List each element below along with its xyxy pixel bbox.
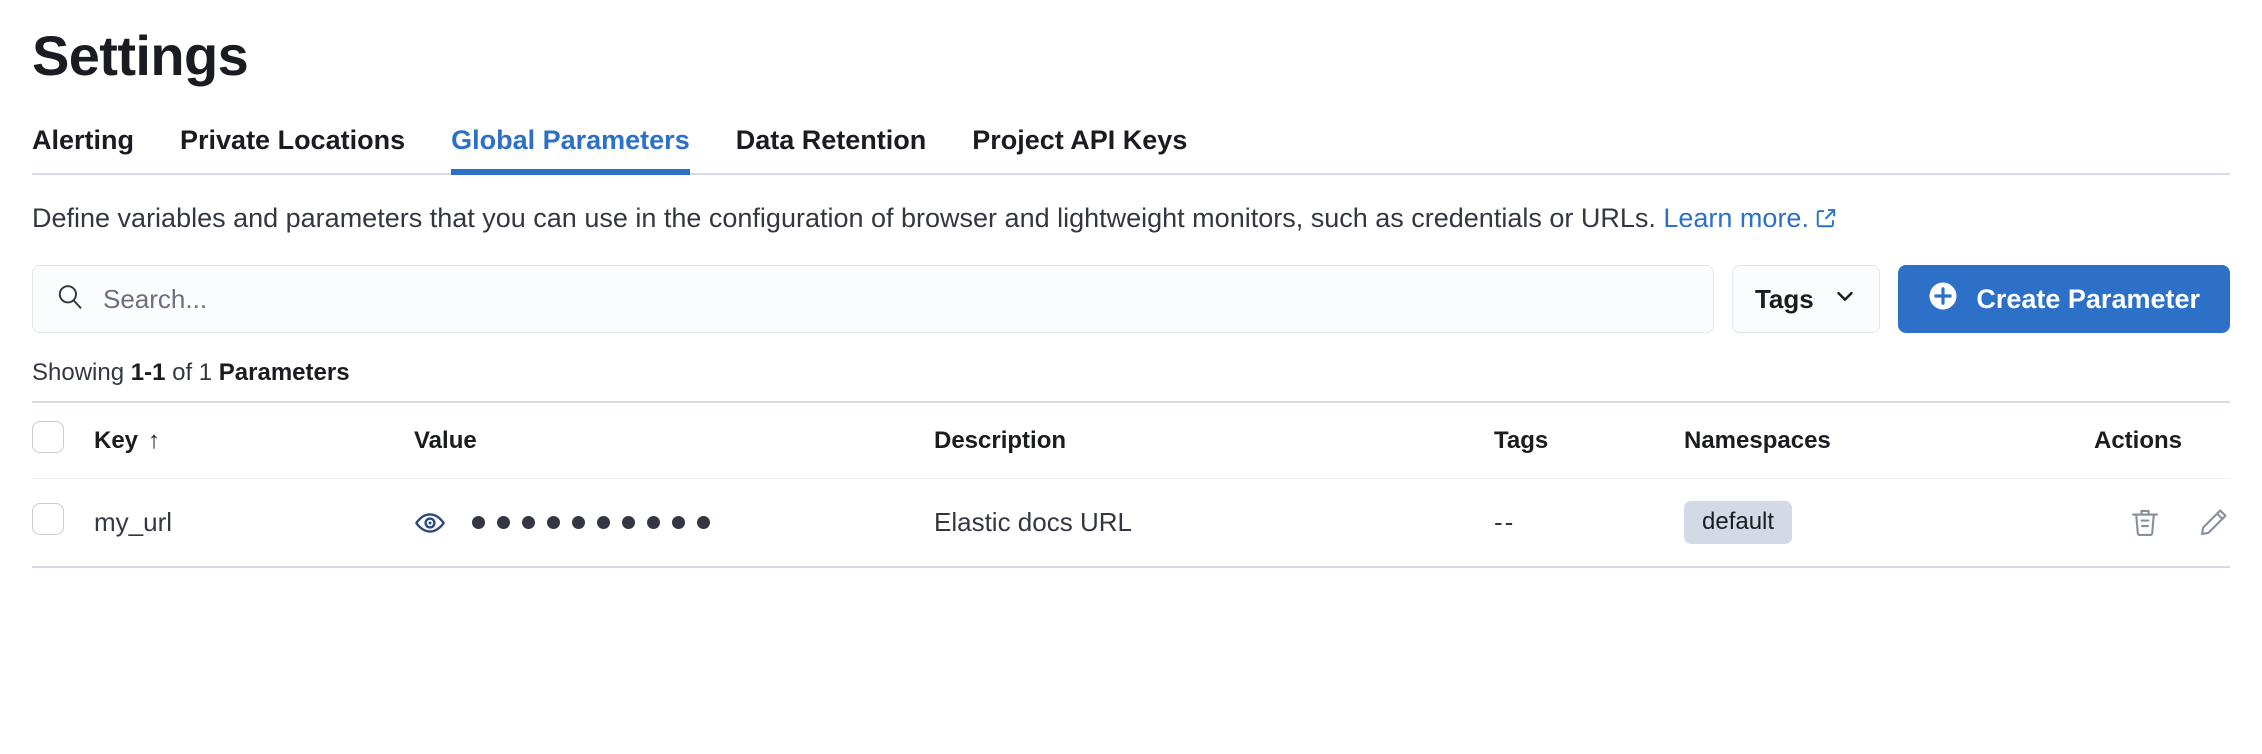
- learn-more-link[interactable]: Learn more.: [1663, 202, 1809, 233]
- chevron-down-icon: [1832, 283, 1858, 316]
- tab-bar: Alerting Private Locations Global Parame…: [32, 124, 2230, 176]
- row-select-cell: [32, 478, 94, 569]
- search-box[interactable]: [32, 265, 1715, 334]
- table-header-row: Key ↑ Value Description Tags Namespaces A…: [32, 401, 2230, 480]
- summary-noun: Parameters: [218, 359, 350, 387]
- external-link-icon: [1815, 203, 1837, 238]
- mask-dot: [672, 516, 685, 530]
- tab-global-parameters[interactable]: Global Parameters: [451, 124, 690, 176]
- column-header-actions: Actions: [2094, 401, 2230, 480]
- tags-filter-label: Tags: [1754, 283, 1814, 314]
- summary-range: 1-1: [130, 359, 166, 387]
- tags-empty-value: --: [1494, 507, 1516, 538]
- plus-in-circle-icon: [1928, 281, 1958, 318]
- tags-filter-button[interactable]: Tags: [1732, 265, 1881, 334]
- trash-icon[interactable]: [2128, 506, 2162, 540]
- column-header-namespaces[interactable]: Namespaces: [1684, 401, 2094, 480]
- create-parameter-button[interactable]: Create Parameter: [1898, 265, 2230, 334]
- masked-value-dots: [472, 516, 710, 530]
- tab-alerting[interactable]: Alerting: [32, 125, 135, 156]
- mask-dot: [572, 516, 585, 530]
- row-checkbox[interactable]: [32, 503, 64, 536]
- search-icon: [55, 282, 85, 317]
- eye-icon[interactable]: [414, 507, 446, 539]
- mask-dot: [472, 516, 485, 530]
- create-parameter-label: Create Parameter: [1976, 283, 2200, 314]
- table-row: my_url: [32, 478, 2230, 569]
- tab-data-retention[interactable]: Data Retention: [735, 125, 927, 156]
- mask-dot: [647, 516, 660, 530]
- search-input[interactable]: [101, 265, 1692, 334]
- column-header-tags[interactable]: Tags: [1494, 401, 1684, 480]
- namespace-badge: default: [1684, 501, 1793, 545]
- mask-dot: [522, 516, 535, 530]
- cell-actions: [2094, 478, 2230, 569]
- sort-ascending-icon: ↑: [148, 426, 161, 454]
- cell-key: my_url: [94, 478, 414, 569]
- cell-namespaces: default: [1684, 478, 2094, 569]
- column-header-value[interactable]: Value: [414, 401, 934, 480]
- mask-dot: [597, 516, 610, 530]
- cell-description: Elastic docs URL: [934, 478, 1494, 569]
- page-title: Settings: [32, 24, 249, 87]
- mask-dot: [622, 516, 635, 530]
- toolbar: Tags Create Parameter: [32, 265, 2230, 334]
- summary-prefix: Showing: [32, 359, 131, 387]
- page-description: Define variables and parameters that you…: [32, 201, 2230, 238]
- description-text: Define variables and parameters that you…: [32, 202, 1664, 233]
- parameters-table: Key ↑ Value Description Tags Namespaces A…: [32, 401, 2230, 569]
- summary-middle: of 1: [165, 359, 219, 387]
- column-header-key[interactable]: Key ↑: [94, 401, 414, 480]
- tab-project-api-keys[interactable]: Project API Keys: [972, 125, 1188, 156]
- tab-private-locations[interactable]: Private Locations: [180, 125, 406, 156]
- cell-value: [414, 478, 934, 569]
- mask-dot: [497, 516, 510, 530]
- mask-dot: [547, 516, 560, 530]
- table-body: my_url: [32, 478, 2230, 569]
- column-header-key-label: Key: [94, 426, 139, 454]
- results-summary: Showing 1-1 of 1 Parameters: [32, 359, 2230, 387]
- select-all-checkbox[interactable]: [32, 421, 64, 454]
- table-header: Key ↑ Value Description Tags Namespaces A…: [32, 401, 2230, 480]
- column-header-description[interactable]: Description: [934, 401, 1494, 480]
- pencil-icon[interactable]: [2196, 506, 2230, 540]
- cell-tags: --: [1494, 478, 1684, 569]
- select-all-header: [32, 401, 94, 480]
- mask-dot: [697, 516, 710, 530]
